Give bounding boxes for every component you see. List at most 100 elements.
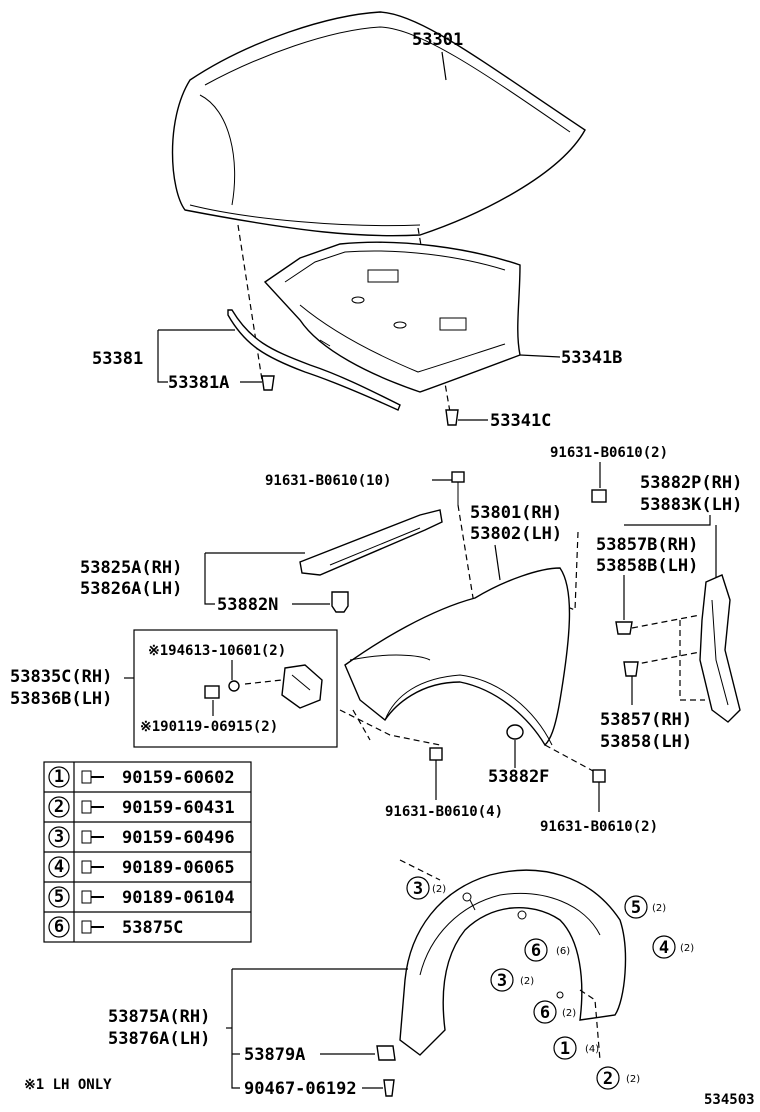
bolt-bottom-right-label: 91631-B0610(2) [540, 819, 658, 835]
bolt-bottom-right-drawing [592, 769, 606, 783]
callout: 6(2) [533, 1000, 576, 1024]
fastener-number: 5 [54, 887, 64, 907]
bracket-lh-label: 53836B(LH) [10, 689, 112, 709]
clip-lh-label: 53858(LH) [600, 732, 692, 752]
grommet-label: 53882F [488, 767, 549, 787]
fastener-icon [81, 890, 104, 904]
hood-seal-drawing [227, 309, 401, 411]
callout-circle [624, 895, 648, 919]
callout-circle [406, 876, 430, 900]
fender-drawing [344, 567, 571, 747]
fastener-icon [81, 800, 104, 814]
callout-number: 6 [531, 941, 541, 961]
fastener-number: 4 [54, 857, 64, 877]
fastener-icon [81, 920, 104, 934]
callout-qty: (2) [432, 884, 446, 895]
insulator-clip-label: 53341C [490, 411, 551, 431]
clip-n-label: 53882N [217, 595, 278, 615]
clip-n-drawing [331, 591, 349, 613]
fastener-row: 1 90159-60602 [48, 766, 235, 788]
seal-clip-label: 53381A [168, 373, 229, 393]
callout-circle [533, 1000, 557, 1024]
grommet-drawing [506, 724, 524, 740]
fastener-part-number: 90159-60496 [122, 828, 235, 848]
callout: 1(4) [553, 1036, 599, 1060]
callout-number: 4 [659, 938, 669, 958]
callout-qty: (2) [652, 903, 666, 914]
fender-rh-label: 53801(RH) [470, 503, 562, 523]
liner-screw-label: 90467-06192 [244, 1079, 357, 1099]
callout-number: 1 [560, 1039, 570, 1059]
protector-rh-label: 53857B(RH) [596, 535, 698, 555]
callout-number: 3 [413, 879, 423, 899]
fastener-number-circle [48, 916, 70, 938]
bolt-bottom-left-label: 91631-B0610(4) [385, 804, 503, 820]
fastener-number-circle [48, 826, 70, 848]
fastener-part-number: 53875C [122, 918, 183, 938]
hood-label: 53301 [412, 30, 463, 50]
fender-lh-label: 53802(LH) [470, 524, 562, 544]
seal-right-rh-label: 53882P(RH) [640, 473, 742, 493]
bracket-drawing [204, 664, 323, 709]
callout: 6 (6) [524, 938, 570, 962]
bracket-rh-label: 53835C(RH) [10, 667, 112, 687]
fastener-number-circle [48, 796, 70, 818]
callout-qty: (6) [556, 946, 570, 957]
fastener-number-circle [48, 856, 70, 878]
protector-clip-drawing [615, 621, 633, 635]
bolt-right-top-drawing [591, 489, 607, 503]
fastener-number-circle [48, 766, 70, 788]
bolt-lh-only-2-label: ※190119-06915(2) [140, 719, 278, 735]
bolt-top-label: 91631-B0610(10) [265, 473, 391, 489]
callout-circle [652, 935, 676, 959]
callout-number: 5 [631, 898, 641, 918]
fastener-row: 4 90189-06065 [48, 856, 235, 878]
fastener-part-number: 90159-60602 [122, 768, 235, 788]
bolt-top-drawing [451, 471, 465, 505]
liner-clip-label: 53879A [244, 1045, 305, 1065]
callout: 2 (2) [596, 1066, 640, 1090]
seal-clip-drawing [261, 375, 275, 391]
callout: 5 (2) [624, 895, 666, 919]
fastener-number: 2 [54, 797, 64, 817]
fastener-row: 2 90159-60431 [48, 796, 235, 818]
callout-qty: (2) [520, 976, 534, 987]
fastener-part-number: 90159-60431 [122, 798, 235, 818]
hood-drawing [171, 11, 586, 237]
fastener-part-number: 90189-06065 [122, 858, 235, 878]
callout-circle [596, 1066, 620, 1090]
fastener-part-number: 90189-06104 [122, 888, 235, 908]
callout: 4 (2) [652, 935, 694, 959]
fastener-number: 6 [54, 917, 64, 937]
fastener-number: 1 [54, 767, 64, 787]
fastener-icon [81, 830, 104, 844]
callout-qty: (2) [626, 1074, 640, 1085]
note-lh-only: ※1 LH ONLY [24, 1077, 112, 1093]
callout-number: 3 [497, 971, 507, 991]
seal-right-lh-label: 53883K(LH) [640, 495, 742, 515]
hood-insulator-label: 53341B [561, 348, 622, 368]
seal-label: 53381 [92, 349, 143, 369]
liner-rh-label: 53875A(RH) [108, 1007, 210, 1027]
insulator-clip-drawing [445, 409, 459, 426]
callout-circle [490, 968, 514, 992]
hood-insulator-drawing [263, 241, 521, 393]
bolt-bottom-left-drawing [429, 747, 443, 761]
seal-upper-drawing [299, 509, 443, 576]
fastener-number-circle [48, 886, 70, 908]
fastener-icon [81, 770, 104, 784]
callout: 3 (2) [406, 876, 446, 900]
protector-lh-label: 53858B(LH) [596, 556, 698, 576]
callout-number: 2 [603, 1069, 613, 1089]
fender-liner-drawing [399, 869, 627, 1056]
bolt-lh-only-1-label: ※194613-10601(2) [148, 643, 286, 659]
fastener-icon [81, 860, 104, 874]
fastener-row: 6 53875C [48, 916, 183, 938]
callout-qty: (2) [680, 943, 694, 954]
clip-right-drawing [623, 661, 639, 677]
bolt-right-top-label: 91631-B0610(2) [550, 445, 668, 461]
callout-qty: (2) [562, 1008, 576, 1019]
